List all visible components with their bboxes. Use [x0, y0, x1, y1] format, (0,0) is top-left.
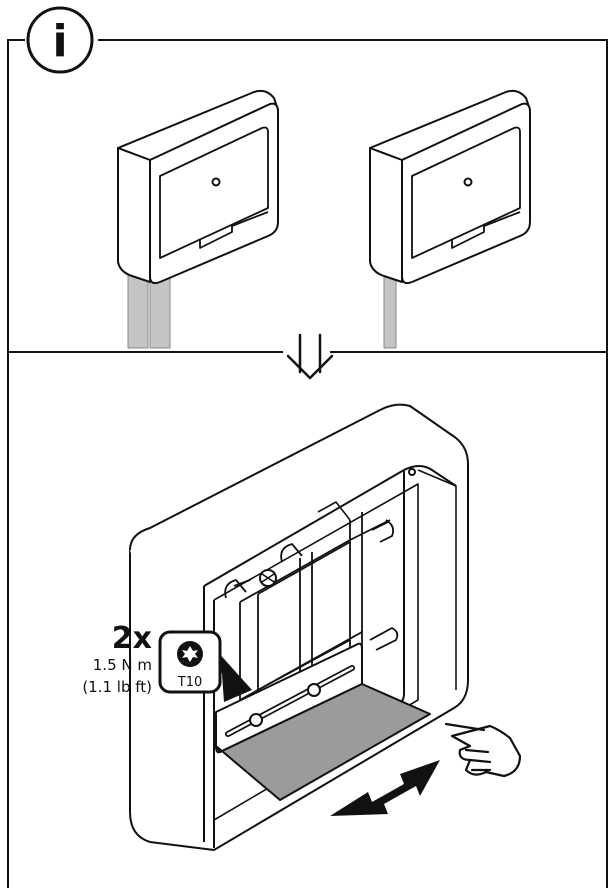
- enclosure-right-edge: [417, 469, 457, 690]
- device-left: [117, 89, 279, 349]
- enclosure-inner-rim: [203, 465, 457, 842]
- torx-star: [182, 646, 198, 662]
- plate-screw-2: [307, 683, 321, 697]
- info-icon-glyph: i: [52, 16, 67, 67]
- top-screw: [259, 569, 277, 587]
- device-right-face: [411, 126, 521, 259]
- double-down-arrow-icon: [286, 333, 334, 380]
- device-left-screw: [211, 177, 221, 187]
- tool-label: T10: [177, 675, 202, 690]
- hand-icon: [444, 722, 522, 778]
- device-right-front: [401, 102, 531, 285]
- callout-pointer: [216, 650, 252, 702]
- mounting-frame: [224, 501, 399, 701]
- top-panel-frame: [7, 39, 608, 888]
- plate-slot-inner: [226, 666, 354, 736]
- enclosure-hole: [408, 468, 416, 476]
- device-right: [369, 89, 531, 349]
- screw-count: 2x: [112, 621, 152, 656]
- sliding-plate: [215, 642, 431, 801]
- torque-metric: 1.5 N m: [93, 656, 152, 674]
- device-left-face: [159, 126, 269, 259]
- torx-callout: T10: [158, 630, 252, 702]
- slide-direction-arrow-icon: [330, 760, 440, 816]
- device-right-side: [369, 147, 403, 283]
- device-right-notch: [451, 211, 521, 249]
- device-left-front: [149, 102, 279, 285]
- info-icon: i: [26, 6, 94, 74]
- device-right-screw: [463, 177, 473, 187]
- device-left-side: [117, 147, 151, 283]
- plate-screw-1: [249, 713, 263, 727]
- plate-horizontal: [215, 683, 431, 801]
- torque-imperial: (1.1 lb ft): [82, 678, 152, 696]
- device-left-notch: [199, 211, 269, 249]
